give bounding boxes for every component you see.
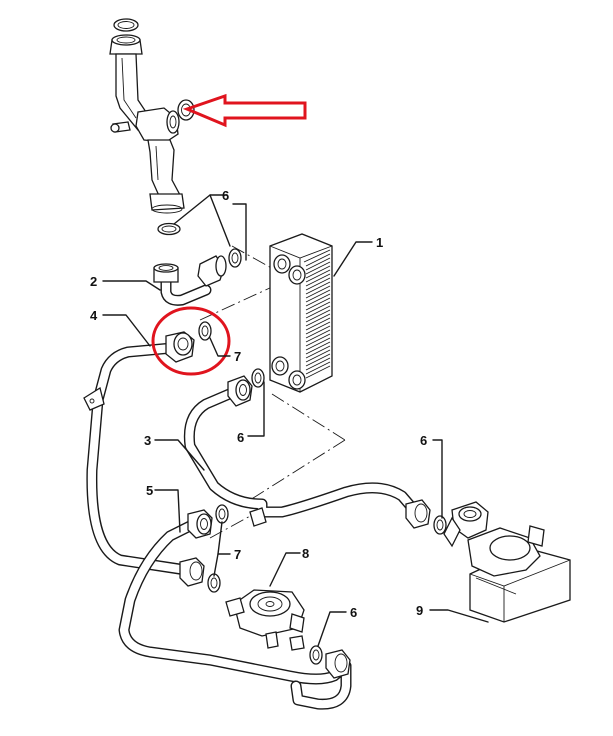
callout-6-right: 6 (420, 433, 427, 448)
gasket-7a (198, 321, 212, 341)
gasket-6d (433, 515, 447, 535)
red-circle-highlight (151, 306, 231, 376)
inlet-pipe-assembly (109, 34, 185, 214)
pipe-3 (183, 375, 431, 529)
callout-4: 4 (90, 308, 98, 323)
callout-6-top: 6 (222, 188, 229, 203)
filter-8 (225, 589, 305, 651)
callout-6-mid: 6 (237, 430, 244, 445)
callout-5: 5 (146, 483, 153, 498)
gasket-6c (251, 368, 265, 388)
top-gasket (113, 18, 139, 32)
callout-3: 3 (144, 433, 151, 448)
callout-6-bottom: 6 (350, 605, 357, 620)
callout-8: 8 (302, 546, 309, 561)
gasket-6b (228, 248, 242, 268)
callout-1: 1 (376, 235, 383, 250)
callout-labels: 1 2 3 4 5 6 6 6 6 7 7 8 9 (90, 188, 427, 620)
callout-7-upper: 7 (234, 349, 241, 364)
gasket-6e (309, 645, 323, 665)
pipe-5 (118, 509, 352, 710)
callout-7-lower: 7 (234, 547, 241, 562)
gasket-7b-upper (215, 504, 229, 524)
callout-2: 2 (90, 274, 97, 289)
heat-exchanger-1 (269, 233, 333, 393)
gasket-6a-lower (157, 222, 181, 236)
pipe-4 (83, 331, 205, 587)
callout-9: 9 (416, 603, 423, 618)
leader-lines (102, 194, 489, 647)
gasket-7b-lower (207, 573, 221, 593)
pipe-2 (153, 255, 227, 306)
red-arrow-pointer (182, 93, 307, 128)
pump-9 (443, 501, 571, 623)
